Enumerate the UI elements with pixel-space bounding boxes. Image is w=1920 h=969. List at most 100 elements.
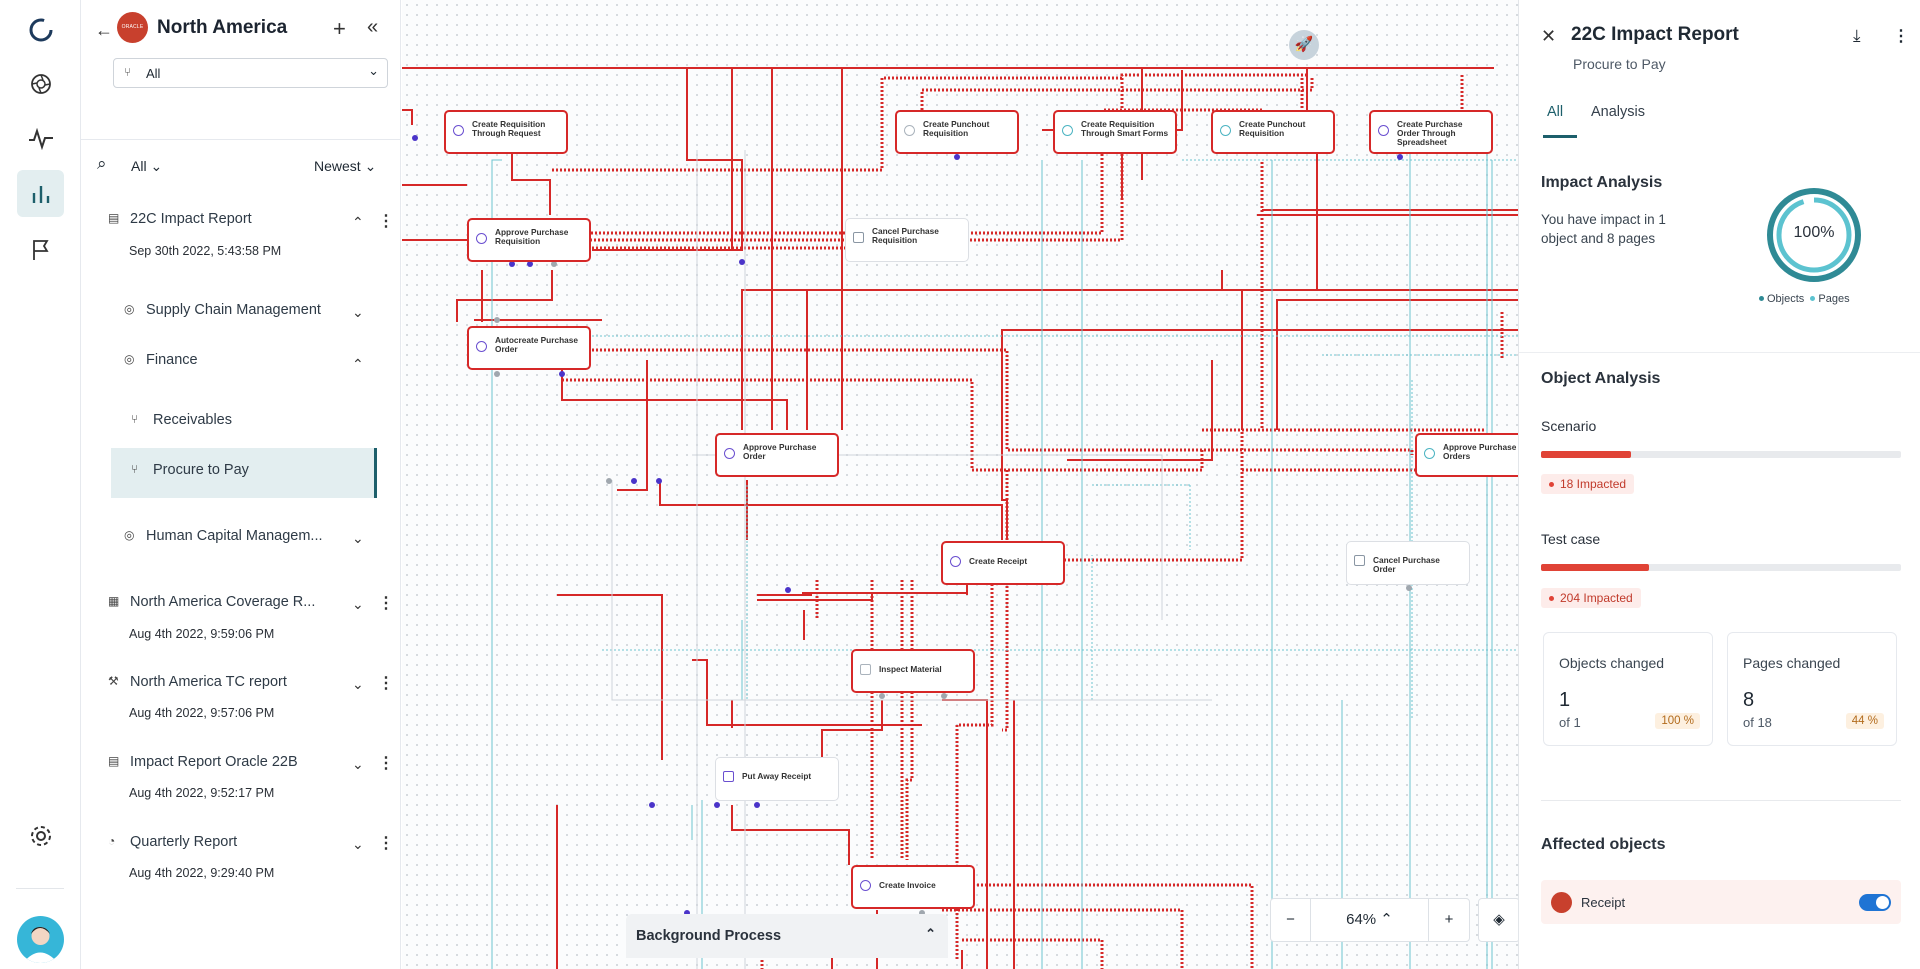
panel-title: 22C Impact Report	[1571, 24, 1739, 45]
node-label: Cancel Purchase Order	[1373, 555, 1440, 575]
scenario-bar	[1541, 451, 1901, 458]
flow-node[interactable]: Create Receipt	[941, 541, 1065, 585]
node-label: Create Punchout Requisition	[923, 119, 990, 139]
donut-legend: Objects Pages	[1759, 293, 1850, 305]
chevron-up-icon[interactable]: ⌃	[352, 214, 364, 230]
sort-dropdown[interactable]: Newest ⌄	[314, 158, 377, 174]
logo-icon[interactable]	[17, 6, 64, 53]
card-number: 1	[1559, 689, 1571, 711]
more-icon[interactable]: ⋮	[1893, 28, 1909, 45]
sort-value: Newest	[314, 158, 361, 174]
reports-sidebar: ← ORACLE North America + « ⑂ All ⌄ ⌕ All…	[81, 0, 401, 969]
affected-object-row[interactable]: Receipt	[1541, 880, 1901, 924]
node-label: Autocreate Purchase Order	[495, 335, 579, 355]
more-icon[interactable]: ⋮	[378, 755, 394, 772]
report-icon: ▦	[108, 594, 120, 608]
aperture-icon[interactable]	[17, 60, 64, 107]
node-icon	[476, 233, 487, 244]
panel-tabs: All Analysis	[1543, 100, 1903, 138]
chevron-down-icon[interactable]: ⌄	[352, 530, 364, 546]
more-icon[interactable]: ⋮	[378, 835, 394, 852]
rocket-icon[interactable]: 🚀	[1289, 30, 1319, 60]
download-icon[interactable]: ⤓	[1853, 26, 1861, 45]
flow-node[interactable]: Approve Purchase Requisition	[467, 218, 591, 262]
avatar[interactable]	[17, 916, 64, 963]
flow-node[interactable]: Create Punchout Requisition	[895, 110, 1019, 154]
card-of: of 18	[1743, 715, 1772, 730]
chevron-down-icon[interactable]: ⌄	[352, 836, 364, 852]
flow-node[interactable]: Cancel Purchase Requisition	[845, 218, 969, 262]
flow-node[interactable]: Create Punchout Requisition	[1211, 110, 1335, 154]
chevron-down-icon[interactable]: ⌄	[352, 304, 364, 320]
region-filter-select[interactable]: ⑂ All ⌄	[113, 58, 388, 88]
report-date: Sep 30th 2022, 5:43:58 PM	[129, 244, 282, 258]
status-dot	[1549, 596, 1554, 602]
flow-node[interactable]: Put Away Receipt	[715, 757, 839, 801]
node-label: Approve Purchase Requisition	[495, 227, 569, 247]
node-label: Create Receipt	[969, 556, 1028, 566]
node-label: Approve Purchase Orders	[1443, 442, 1517, 462]
add-report-button[interactable]: +	[333, 16, 346, 41]
report-date: Aug 4th 2022, 9:57:06 PM	[129, 706, 275, 720]
objects-dot	[1759, 296, 1764, 302]
testcase-label: Test case	[1541, 531, 1601, 547]
type-filter-dropdown[interactable]: All ⌄	[131, 158, 163, 174]
flow-node[interactable]: Create Invoice	[851, 865, 975, 909]
flow-node[interactable]: Approve Purchase Order	[715, 433, 839, 477]
close-icon[interactable]: ✕	[1541, 26, 1557, 46]
flow-node[interactable]: Cancel Purchase Order	[1346, 541, 1470, 585]
tab-analysis[interactable]: Analysis	[1591, 104, 1645, 120]
objects-ring	[1767, 188, 1861, 282]
chevron-down-icon[interactable]: ⌄	[352, 596, 364, 612]
process-icon: ⑂	[131, 462, 139, 476]
zoom-in-button[interactable]: +	[1444, 911, 1454, 928]
report-icon: ▤	[108, 754, 120, 768]
chevron-down-icon[interactable]: ⌄	[352, 756, 364, 772]
flow-node[interactable]: Create Requisition Through Request	[444, 110, 568, 154]
scenario-bar-fill	[1541, 451, 1631, 458]
bar-chart-icon[interactable]	[17, 170, 64, 217]
layers-icon[interactable]: ◈	[1478, 898, 1518, 942]
status-dot	[1549, 482, 1554, 488]
app-rail	[0, 0, 81, 969]
testcase-bar-fill	[1541, 564, 1649, 571]
flow-node[interactable]: Approve Purchase Orders	[1415, 433, 1518, 477]
node-label: Create Requisition Through Request	[472, 119, 546, 139]
flow-node[interactable]: Create Purchase Order Through Spreadshee…	[1369, 110, 1493, 154]
region-filter-value: All	[146, 66, 161, 81]
receipt-icon	[1551, 892, 1572, 913]
chevron-down-icon[interactable]: ⌄	[352, 676, 364, 692]
selected-process-row[interactable]	[111, 448, 377, 498]
zoom-out-button[interactable]: −	[1271, 899, 1311, 941]
flow-node[interactable]: Inspect Material	[851, 649, 975, 693]
report-name: 22C Impact Report	[130, 211, 252, 227]
module-label: Human Capital Managem...	[146, 528, 323, 544]
affected-object-toggle[interactable]	[1859, 894, 1891, 911]
flow-node[interactable]: Autocreate Purchase Order	[467, 326, 591, 370]
collapse-sidebar-icon[interactable]: «	[367, 16, 379, 38]
process-flow-canvas[interactable]: Create Requisition Through Request Creat…	[402, 0, 1518, 969]
oracle-fusion-logo: ORACLE	[117, 12, 148, 43]
background-process-panel[interactable]: Background Process ⌃	[626, 914, 948, 958]
node-label: Create Purchase Order Through Spreadshee…	[1397, 119, 1463, 148]
chevron-up-icon[interactable]: ⌃	[925, 926, 936, 941]
flag-icon[interactable]	[17, 226, 64, 273]
more-icon[interactable]: ⋮	[378, 213, 394, 230]
more-icon[interactable]: ⋮	[378, 595, 394, 612]
card-of: of 1	[1559, 715, 1581, 730]
zoom-level-dropdown[interactable]: 64% ⌃	[1311, 899, 1429, 941]
more-icon[interactable]: ⋮	[378, 675, 394, 692]
tab-all[interactable]: All	[1547, 104, 1564, 120]
search-icon[interactable]: ⌕	[97, 154, 107, 173]
node-icon	[453, 125, 464, 136]
chevron-up-icon[interactable]: ⌃	[352, 356, 364, 372]
activity-icon[interactable]	[17, 115, 64, 162]
pages-ring	[1776, 197, 1852, 273]
back-arrow-icon[interactable]: ←	[95, 20, 113, 40]
node-label: Cancel Purchase Requisition	[872, 226, 939, 246]
flow-node[interactable]: Create Requisition Through Smart Forms	[1053, 110, 1177, 154]
settings-icon[interactable]	[17, 812, 64, 859]
report-date: Aug 4th 2022, 9:52:17 PM	[129, 786, 275, 800]
wand-icon: ⚒	[108, 674, 119, 688]
zoom-level-value: 64%	[1346, 911, 1377, 928]
